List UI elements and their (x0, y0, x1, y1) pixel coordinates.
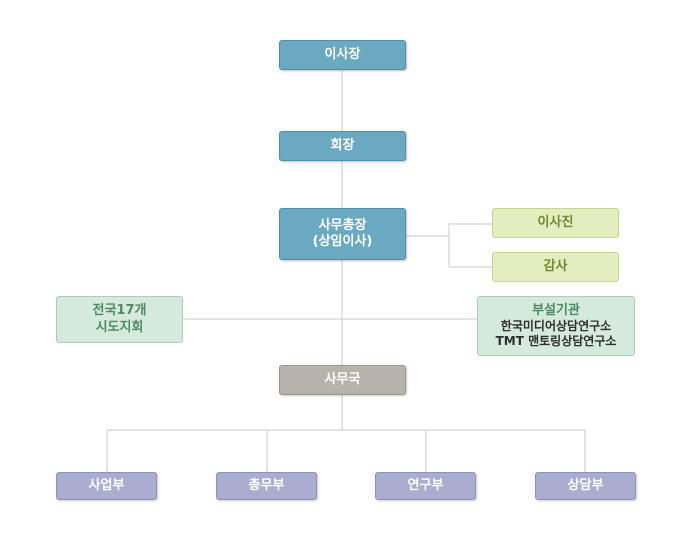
affiliated-institutes-node: 부설기관 한국미디어상담연구소 TMT 맨토링상담연구소 (477, 296, 635, 356)
audit-node: 감사 (492, 252, 619, 282)
department-node-counseling: 상담부 (535, 472, 636, 500)
regional-branches-node: 전국17개 시도지회 (56, 296, 183, 343)
secretary-general-label: 사무총장 (318, 217, 367, 233)
department-label: 총무부 (248, 477, 285, 493)
chairman-label: 회장 (330, 137, 355, 153)
affiliated-institutes-title: 부설기관 (532, 302, 580, 318)
regional-branches-label: 전국17개 (92, 303, 147, 319)
department-node-business: 사업부 (56, 472, 157, 500)
secretariat-node: 사무국 (279, 365, 406, 395)
directors-label: 이사진 (537, 214, 574, 230)
secretary-general-node: 사무총장 (상임이사) (279, 208, 406, 260)
department-node-general-affairs: 총무부 (216, 472, 317, 500)
board-chair-label: 이사장 (324, 46, 361, 62)
audit-label: 감사 (543, 258, 568, 274)
board-chair-node: 이사장 (279, 40, 406, 70)
department-label: 연구부 (407, 477, 444, 493)
department-label: 상담부 (567, 477, 604, 493)
chairman-node: 회장 (279, 131, 406, 161)
affiliated-institute-line-1: 한국미디어상담연구소 (500, 319, 612, 334)
secretariat-label: 사무국 (324, 371, 361, 387)
department-label: 사업부 (88, 477, 125, 493)
regional-branches-sublabel: 시도지회 (95, 319, 144, 335)
affiliated-institute-line-2: TMT 맨토링상담연구소 (495, 334, 617, 349)
secretary-general-sublabel: (상임이사) (312, 234, 373, 249)
department-node-research: 연구부 (375, 472, 476, 500)
directors-node: 이사진 (492, 208, 619, 238)
